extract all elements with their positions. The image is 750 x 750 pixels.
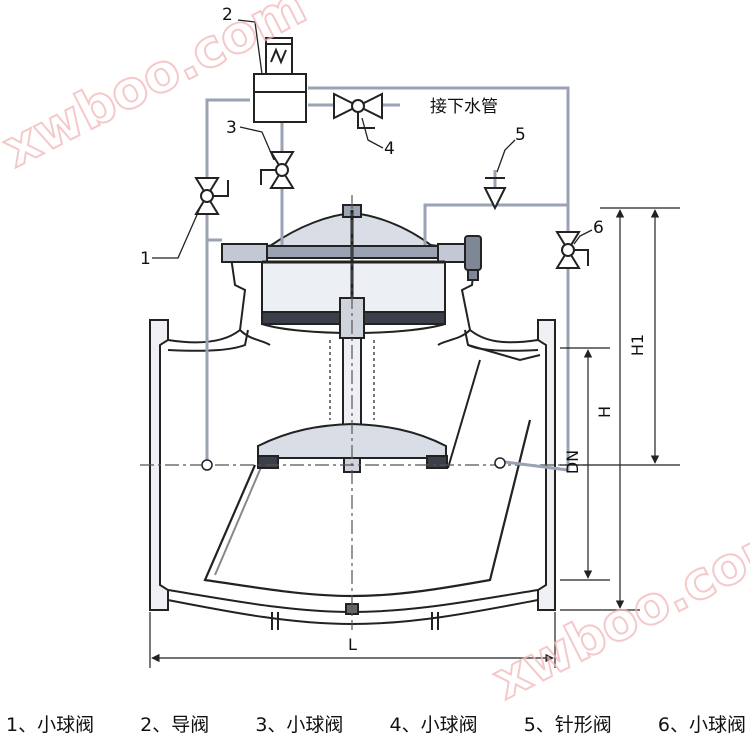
dim-H1-label: H1: [628, 334, 647, 356]
leader-lines: [152, 19, 593, 259]
legend-item-6: 6、小球阀: [657, 713, 746, 736]
legend-item-1: 1、小球阀: [6, 713, 95, 736]
pilot-valve: [253, 37, 307, 123]
callout-2: 2: [222, 5, 233, 25]
callout-3: 3: [226, 118, 237, 138]
callout-6: 6: [593, 218, 604, 238]
needle-valve-5: [483, 177, 507, 211]
legend-item-4: 4、小球阀: [389, 713, 478, 736]
callout-4: 4: [384, 139, 395, 159]
ball-valve-6: [555, 231, 589, 269]
ball-valve-4: [333, 92, 383, 129]
dimension-lines: [149, 207, 680, 668]
dim-H-label: H: [595, 406, 614, 418]
callout-1: 1: [140, 249, 151, 269]
legend-item-3: 3、小球阀: [255, 713, 344, 736]
legend-item-5: 5、针形阀: [523, 713, 612, 736]
callout-5: 5: [515, 125, 526, 145]
legend-item-2: 2、导阀: [140, 713, 210, 736]
dim-L-label: L: [348, 635, 357, 654]
centerlines: [140, 195, 590, 630]
ball-valve-3: [260, 151, 295, 189]
parts-legend: 1、小球阀 2、导阀 3、小球阀 4、小球阀 5、针形阀 6、小球阀: [6, 706, 746, 740]
ball-valve-1: [194, 177, 229, 215]
drain-pipe-label: 接下水管: [430, 97, 498, 117]
watermark-bottom-right: xwboo.com: [484, 508, 750, 712]
pipe-taps: [201, 457, 506, 471]
dim-DN-label: DN: [563, 450, 582, 474]
